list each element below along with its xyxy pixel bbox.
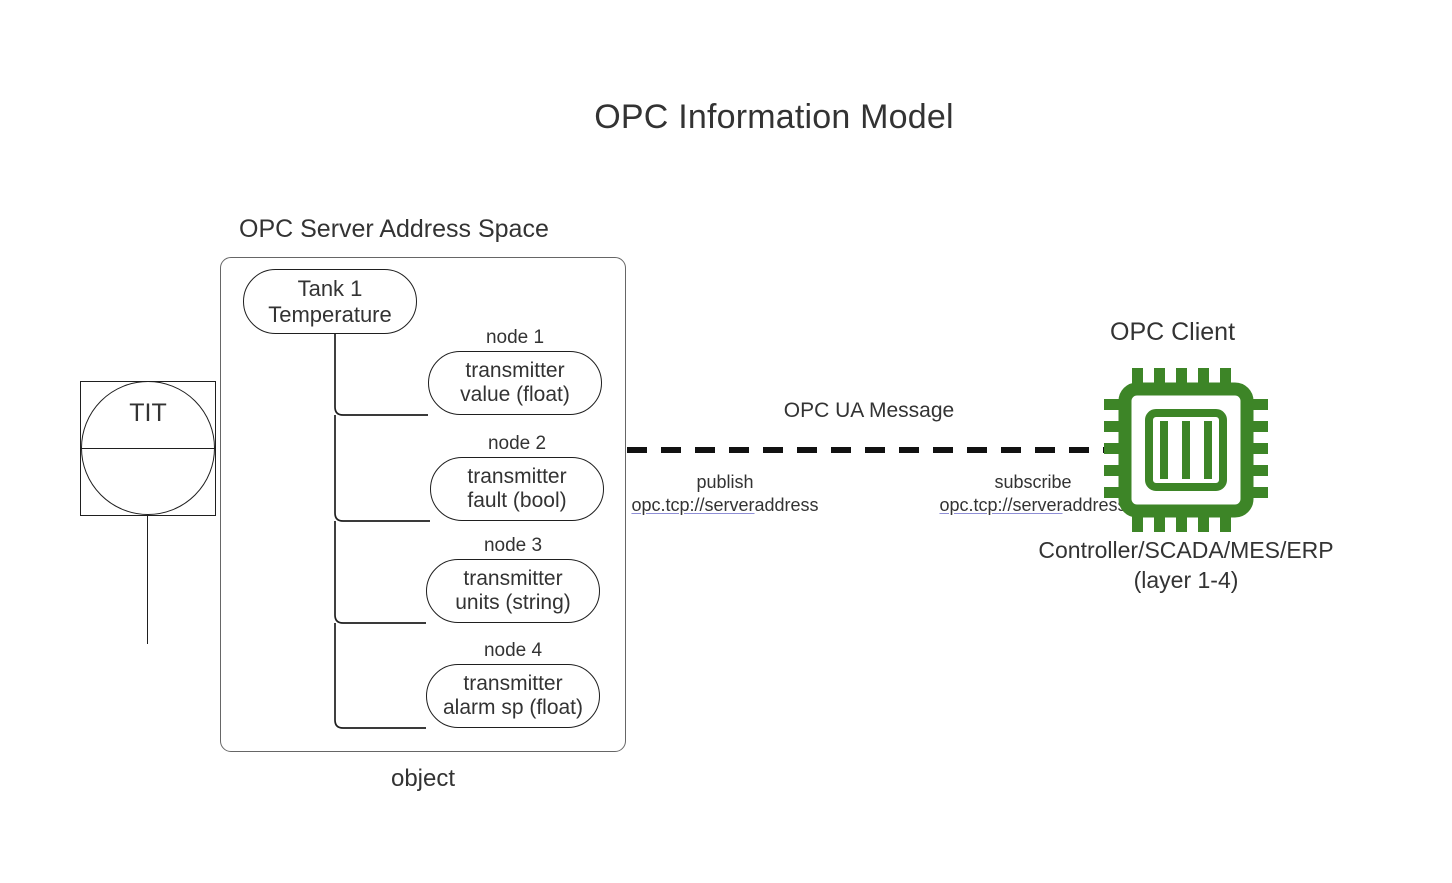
root-pill-line1: Tank 1 bbox=[297, 275, 363, 301]
page-title: OPC Information Model bbox=[0, 98, 1452, 137]
variable-node-1[interactable]: transmitter value (float) bbox=[428, 351, 602, 415]
client-role-line2: (layer 1-4) bbox=[1133, 566, 1239, 593]
publish-verb-label: publish bbox=[696, 472, 754, 492]
opc-client-caption: OPC Client bbox=[1110, 318, 1236, 346]
variable-node-4[interactable]: transmitter alarm sp (float) bbox=[426, 664, 600, 728]
publish-uri[interactable]: opc.tcp://serveraddress bbox=[600, 495, 850, 516]
instrument-divider-line bbox=[80, 448, 216, 449]
subscribe-uri-link[interactable]: opc.tcp://server bbox=[939, 495, 1063, 515]
opc-ua-message-dashed-line bbox=[627, 447, 1111, 453]
node-label-1: node 1 bbox=[485, 327, 545, 348]
cpu-chip-icon bbox=[1104, 368, 1268, 532]
instrument-balloon-icon: TIT bbox=[80, 381, 216, 516]
page-title-text: OPC Information Model bbox=[594, 98, 954, 136]
server-address-space-caption: OPC Server Address Space bbox=[239, 215, 549, 243]
node2-line2: fault (bool) bbox=[467, 489, 567, 512]
node1-line2: value (float) bbox=[460, 383, 570, 406]
node2-line1: transmitter bbox=[467, 464, 567, 488]
node-label-4: node 4 bbox=[483, 640, 543, 661]
publish-uri-tail: address bbox=[754, 495, 819, 515]
node-label-2: node 2 bbox=[487, 433, 547, 454]
node-label-3: node 3 bbox=[483, 535, 543, 556]
client-role-line1: Controller/SCADA/MES/ERP bbox=[1038, 537, 1334, 563]
subscribe-verb-label: subscribe bbox=[994, 472, 1072, 492]
opc-client-role-caption: Controller/SCADA/MES/ERP (layer 1-4) bbox=[986, 536, 1386, 596]
subscribe-uri[interactable]: opc.tcp://serveraddress bbox=[908, 495, 1158, 516]
subscribe-uri-tail: address bbox=[1062, 495, 1127, 515]
variable-node-3[interactable]: transmitter units (string) bbox=[426, 559, 600, 623]
node3-line2: units (string) bbox=[455, 591, 571, 614]
publish-endpoint: publish opc.tcp://serveraddress bbox=[600, 472, 850, 516]
variable-node-2[interactable]: transmitter fault (bool) bbox=[430, 457, 604, 521]
instrument-tag-label: TIT bbox=[129, 399, 167, 427]
node1-line1: transmitter bbox=[465, 358, 565, 382]
opc-ua-message-label: OPC UA Message bbox=[783, 399, 955, 422]
object-caption: object bbox=[390, 765, 456, 792]
root-pill-line2: Temperature bbox=[268, 301, 392, 327]
publish-uri-link[interactable]: opc.tcp://server bbox=[631, 495, 755, 515]
node4-line1: transmitter bbox=[463, 671, 563, 695]
subscribe-endpoint: subscribe opc.tcp://serveraddress bbox=[908, 472, 1158, 516]
object-node-tank1-temperature[interactable]: Tank 1 Temperature bbox=[243, 269, 417, 334]
instrument-stem-line bbox=[147, 516, 148, 644]
node3-line1: transmitter bbox=[463, 566, 563, 590]
node4-line2: alarm sp (float) bbox=[442, 696, 584, 719]
